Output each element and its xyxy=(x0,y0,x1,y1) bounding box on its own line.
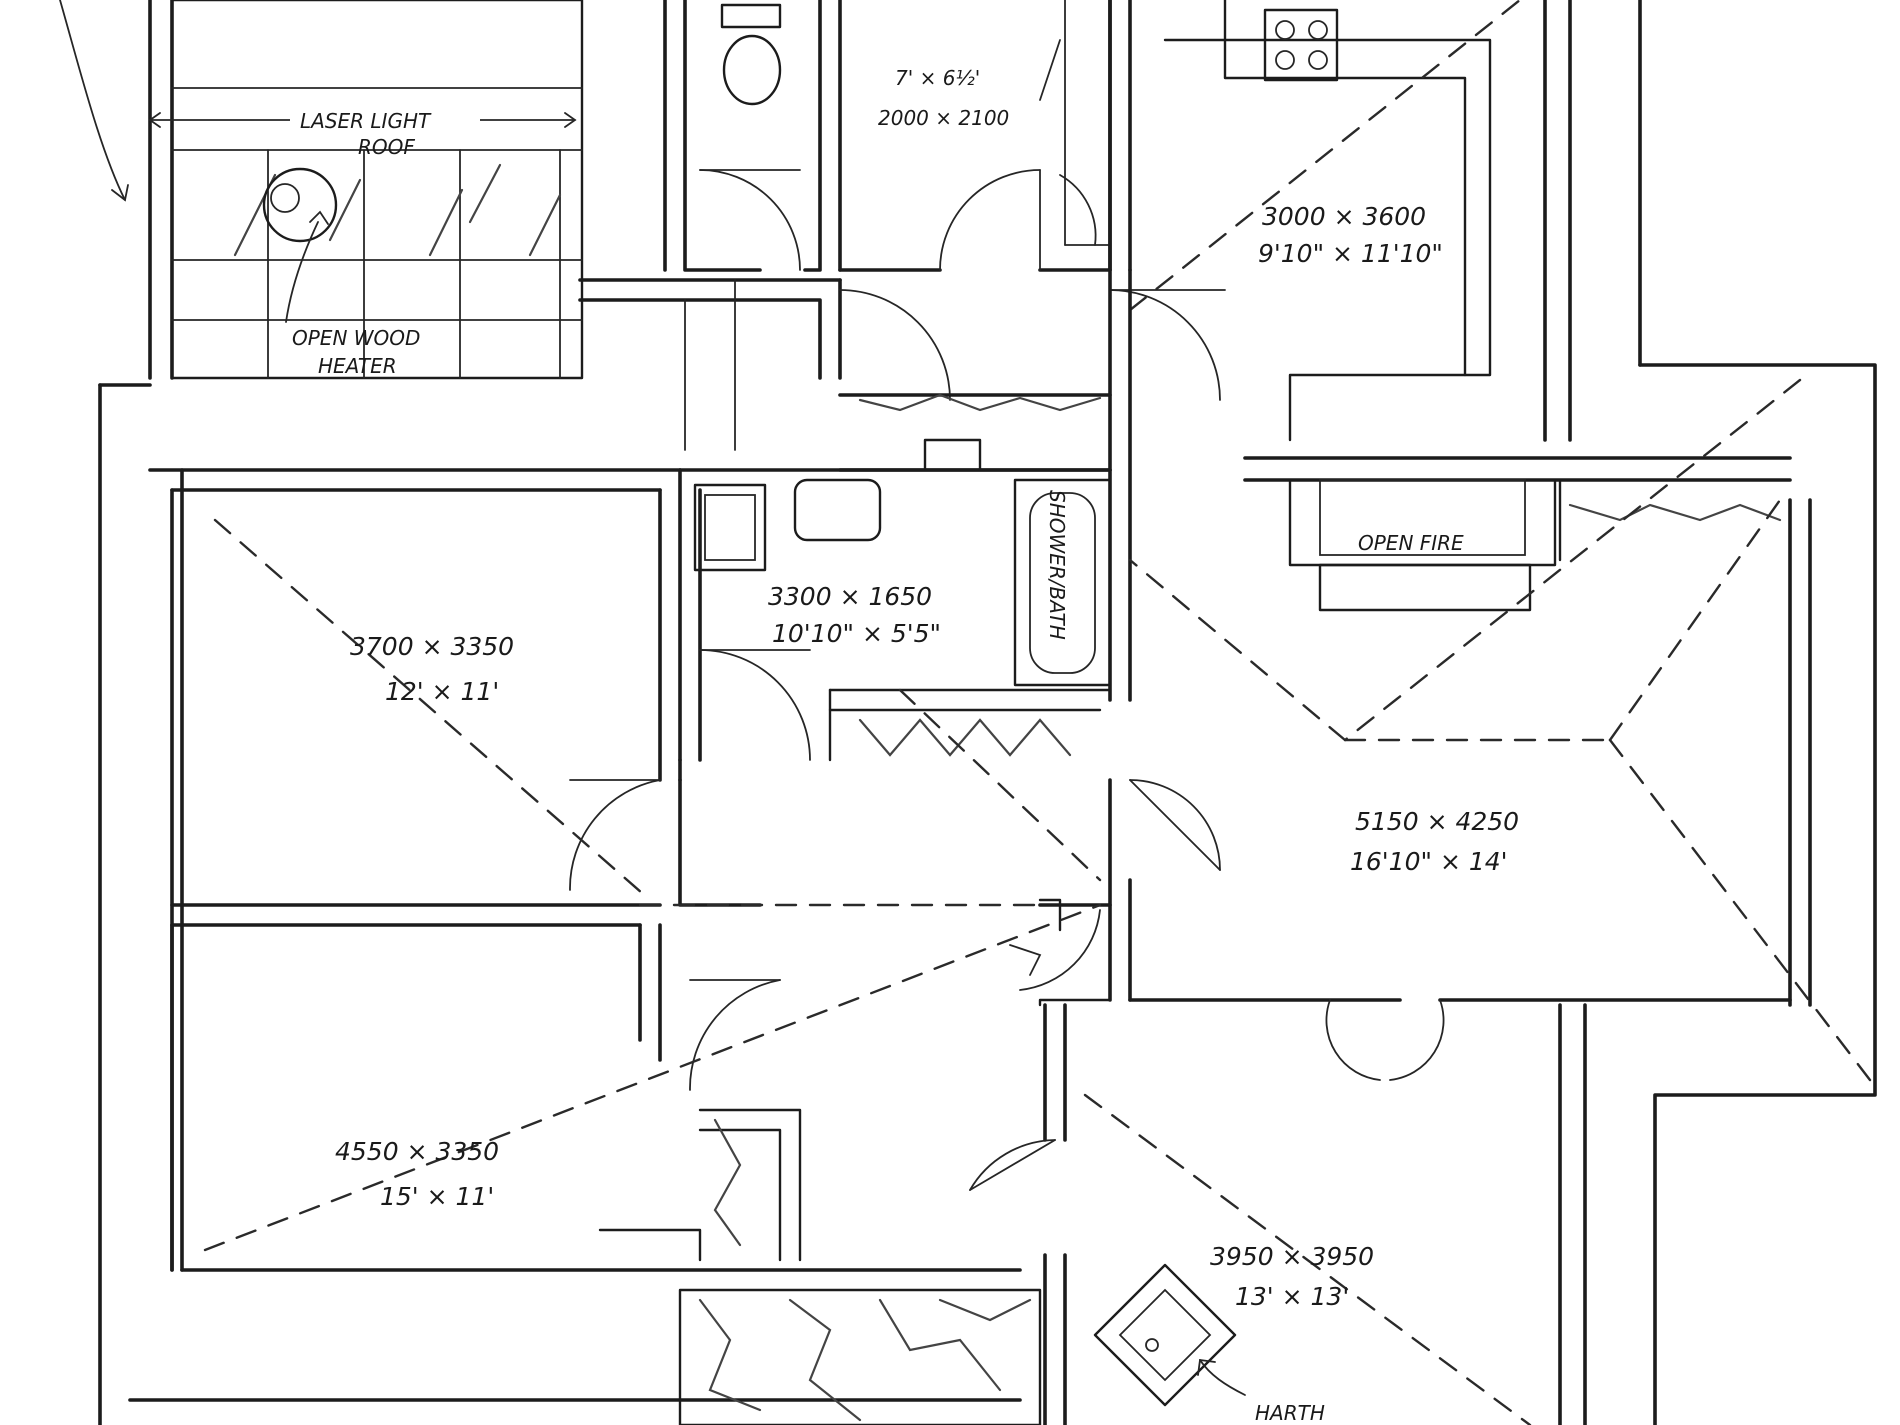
wood-heater-icon xyxy=(262,167,338,323)
roof-label-mask xyxy=(290,105,480,135)
bedroom2-dim-ft: 15' × 11' xyxy=(380,1182,494,1211)
laundry-room xyxy=(838,0,1112,272)
open-fire-label: OPEN FIRE xyxy=(1358,531,1464,555)
bedroom1-dim-ft: 12' × 11' xyxy=(385,677,499,706)
verandah-roof xyxy=(59,0,584,380)
dining-room xyxy=(969,1003,1587,1425)
open-wood-label: OPEN WOOD xyxy=(292,326,420,350)
bathroom-dim-ft: 10'10" × 5'5" xyxy=(772,619,941,648)
toilet-room xyxy=(663,0,842,272)
hearth-label: HARTH xyxy=(1255,1401,1325,1425)
living-room xyxy=(1128,378,1872,1082)
exterior-walls xyxy=(98,0,1877,1425)
heater-label: HEATER xyxy=(318,354,397,378)
bedroom1-dim-mm: 3700 × 3350 xyxy=(350,632,514,661)
kitchen xyxy=(1108,0,1522,442)
kitchen-dim-mm: 3000 × 3600 xyxy=(1262,202,1426,231)
paving xyxy=(678,1288,1042,1425)
stove-icon xyxy=(1093,1263,1237,1407)
living-dim-mm: 5150 × 4250 xyxy=(1355,807,1519,836)
living-dim-ft: 16'10" × 14' xyxy=(1350,847,1508,876)
laundry-dim-mm: 2000 × 2100 xyxy=(878,106,1009,130)
bedroom-2 xyxy=(170,903,1102,1272)
bedroom2-dim-mm: 4550 × 3350 xyxy=(335,1137,499,1166)
bedroom-1 xyxy=(148,468,682,1272)
bathroom-dim-mm: 3300 × 1650 xyxy=(768,582,932,611)
central-hall xyxy=(638,778,1221,1007)
laser-light-label: LASER LIGHT xyxy=(300,109,432,133)
shower-bath-label: SHOWER/BATH xyxy=(1045,490,1069,640)
laundry-dim-ft: 7' × 6½' xyxy=(895,66,980,90)
roof-label: ROOF xyxy=(358,135,415,159)
kitchen-dim-ft: 9'10" × 11'10" xyxy=(1258,239,1443,268)
bathroom xyxy=(678,438,1112,882)
dining-dim-mm: 3950 × 3950 xyxy=(1210,1242,1374,1271)
dining-dim-ft: 13' × 13' xyxy=(1235,1282,1349,1311)
